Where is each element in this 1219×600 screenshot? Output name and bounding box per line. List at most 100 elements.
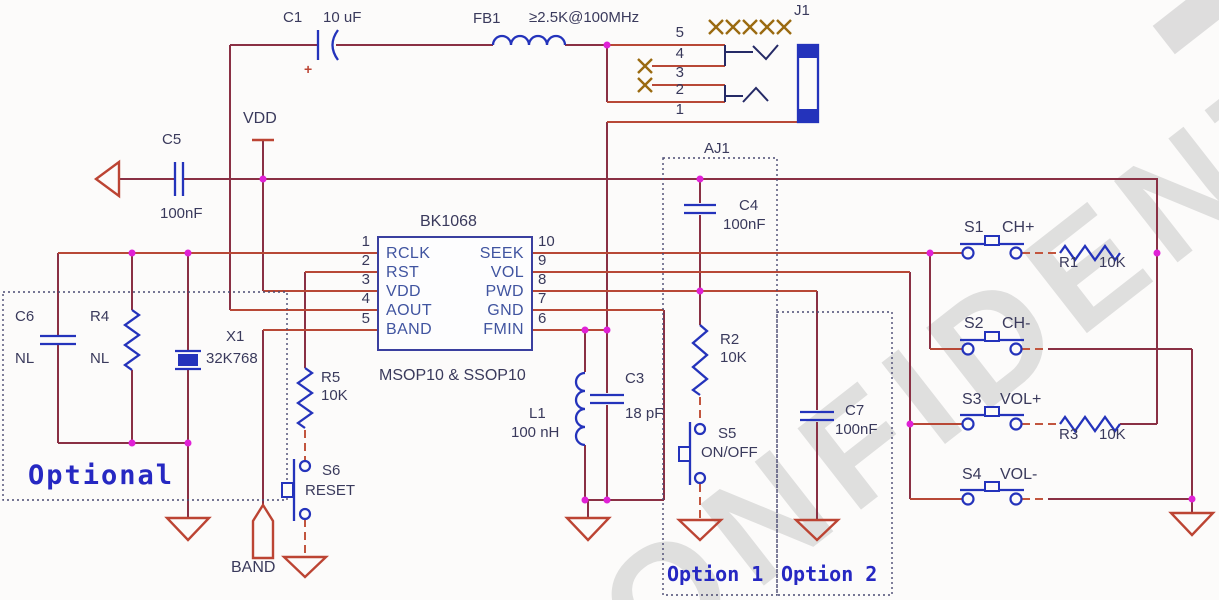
fb1-ferrite-bead [491,34,567,46]
ic-package: MSOP10 & SSOP10 [379,367,526,384]
s4-switch-actuator [984,481,1000,492]
band-label: BAND [231,559,276,576]
j1-ref: J1 [794,2,810,19]
ground-symbol-left [93,159,121,199]
s1-terminal-right [1009,246,1023,260]
j1-pin-4: 4 [675,45,684,62]
ic-pin5-num: 5 [361,310,370,327]
c7-value: 100nF [835,421,878,438]
s5-terminal-top [693,422,707,436]
r3-ref: R3 [1059,426,1079,443]
s1-terminal-left [961,246,975,260]
ground-symbol-c7 [793,518,841,542]
ground-symbol-optional [164,516,212,542]
c1-polarity: + [304,61,313,77]
c6-capacitor [40,334,76,346]
c4-ref: C4 [739,197,759,214]
c3-ref: C3 [625,370,645,387]
c5-ref: C5 [162,131,182,148]
fb1-ref: FB1 [473,10,501,27]
x1-crystal-body [178,354,198,366]
ic-pin8-num: 8 [538,271,547,288]
ic-pin9-name: VOL [490,264,524,281]
junction-dots [128,41,1196,504]
c5-capacitor [173,162,185,196]
ic-pin4-num: 4 [361,290,370,307]
r5-value: 10K [321,387,348,404]
ic-pin7-name: GND [487,302,524,319]
wire-ic-pins-right [532,252,962,500]
s3-ref: S3 [962,391,982,408]
r5-resistor [296,367,314,429]
r1-ref: R1 [1059,254,1079,271]
s1-label: CH+ [1002,219,1035,236]
ic-pin3-num: 3 [361,271,370,288]
s3-label: VOL+ [1000,391,1042,408]
c7-capacitor [800,410,834,422]
ic-body [377,236,533,351]
c5-value: 100nF [160,205,203,222]
s2-switch-actuator [984,331,1000,342]
s4-ref: S4 [962,466,982,483]
band-port-symbol [251,502,275,560]
j1-pin-2: 2 [675,81,684,98]
s5-switch-actuator [678,446,691,462]
x1-value: 32K768 [206,350,258,367]
c3-value: 18 pF [625,405,664,422]
wire-ic-pins-left [58,252,378,331]
ic-pin8-name: PWD [485,283,524,300]
wire-vdd-rail [119,45,1158,505]
s6-ref: S6 [322,462,341,479]
optional-box [2,291,288,501]
ground-symbol-s6 [281,555,329,579]
wire-top-rail [230,44,608,330]
optional-box-label: Optional [28,460,175,491]
l1-inductor [574,371,586,447]
x1-crystal-plates [175,349,201,371]
s4-terminal-left [961,492,975,506]
ic-pin3-name: VDD [386,283,421,300]
fb1-value: ≥2.5K@100MHz [529,9,640,26]
ground-symbol-s5 [676,518,724,542]
s6-terminal-bottom [298,507,312,521]
no-connect-x-marks [637,19,792,93]
s3-switch-actuator [984,406,1000,417]
s4-label: VOL- [1000,466,1038,483]
r4-value: NL [90,350,110,367]
j1-pin-5: 5 [675,24,684,41]
r2-resistor [691,324,709,396]
r1-value: 10K [1099,254,1126,271]
r4-resistor [123,309,141,371]
s3-terminal-right [1009,417,1023,431]
option1-box-label: Option 1 [667,562,764,586]
l1-value: 100 nH [511,424,560,441]
s5-label: ON/OFF [701,444,758,461]
c4-value: 100nF [723,216,766,233]
s5-ref: S5 [718,425,737,442]
c1-capacitor [316,29,339,61]
ic-name: BK1068 [420,213,477,230]
s6-terminal-top [298,459,312,473]
s1-switch-actuator [984,235,1000,246]
ground-symbol-right [1168,511,1216,537]
c4-capacitor [684,203,716,215]
option2-box [776,311,893,596]
j1-jack-contacts [724,44,779,103]
wire-optional-branches [57,253,189,518]
s2-ref: S2 [964,315,984,332]
c1-ref: C1 [283,9,303,26]
ic-pin6-num: 6 [538,310,547,327]
ground-symbol-tank [564,516,612,542]
j1-jack-tip [798,45,818,58]
r3-resistor [1059,415,1121,433]
s4-terminal-right [1009,492,1023,506]
ic-pin4-name: AOUT [386,302,433,319]
option2-box-label: Option 2 [781,562,878,586]
r2-value: 10K [720,349,747,366]
ic-pin5-name: BAND [386,321,433,338]
vdd-label: VDD [243,110,277,127]
c6-ref: C6 [15,308,35,325]
r3-value: 10K [1099,426,1126,443]
